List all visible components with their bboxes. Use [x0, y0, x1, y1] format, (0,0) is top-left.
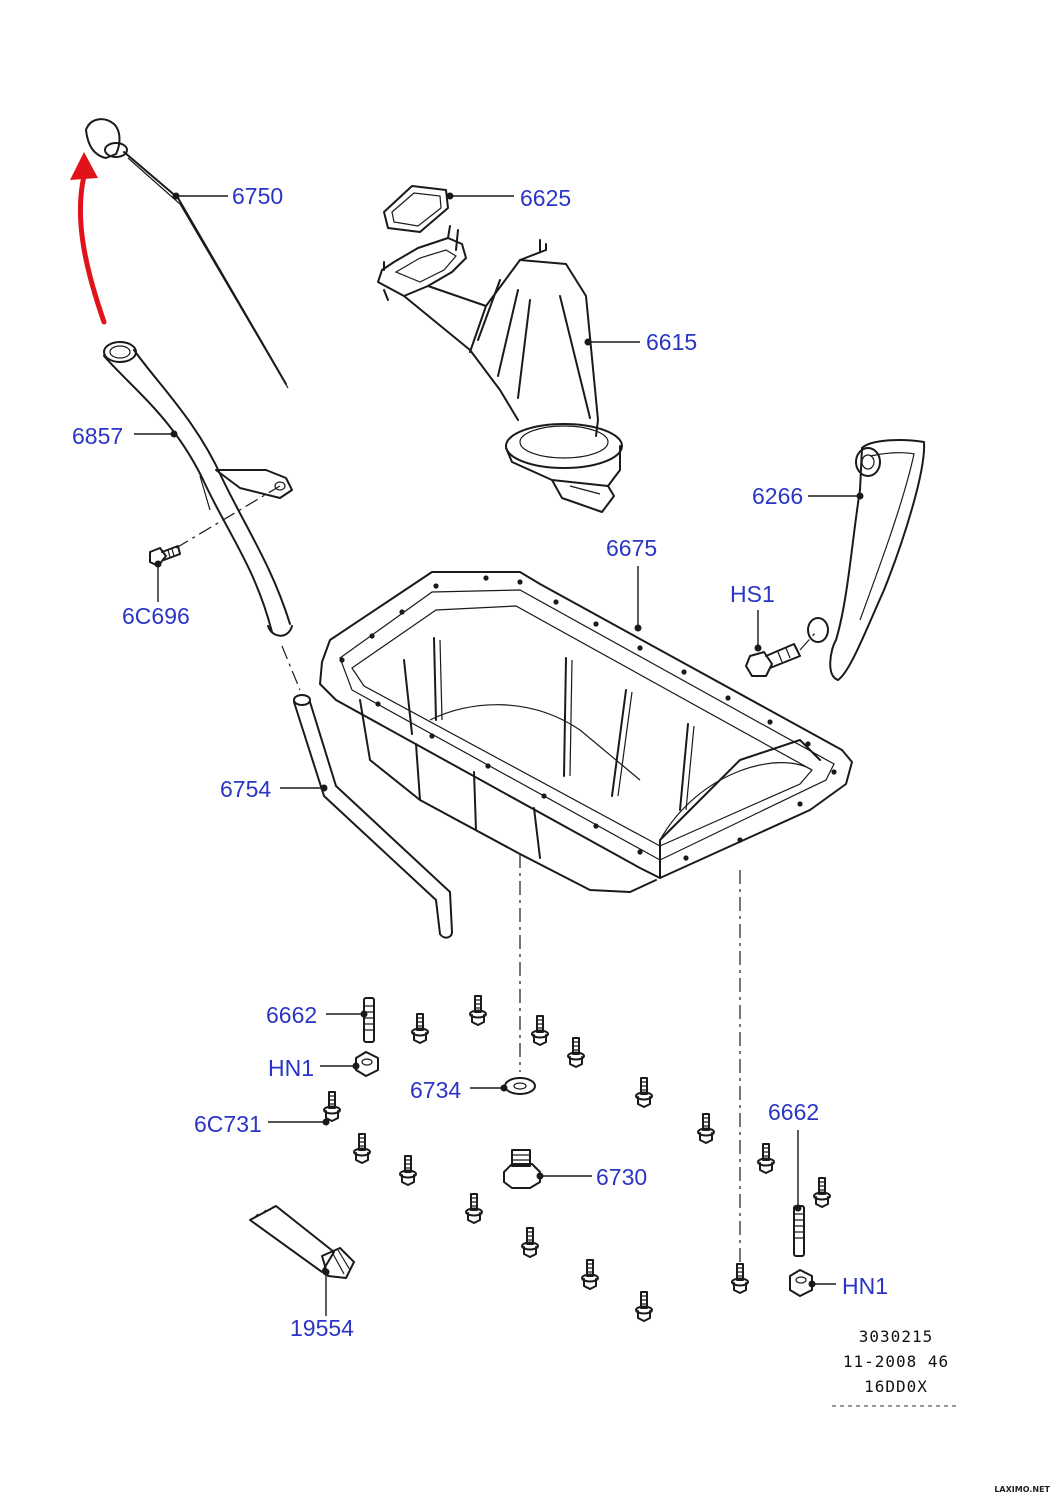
callout-6750[interactable]: 6750 [232, 183, 283, 209]
oil-pan-6675[interactable] [319, 571, 853, 893]
callout-6c731[interactable]: 6C731 [194, 1111, 262, 1137]
callout-labels: 6750 6625 6615 6857 6266 6675 6C696 HS1 … [72, 183, 888, 1341]
callout-hs1[interactable]: HS1 [730, 581, 775, 607]
stud-6662-right[interactable] [793, 1205, 805, 1257]
callout-6625[interactable]: 6625 [520, 185, 571, 211]
drawing-code-line-1: 3030215 [859, 1327, 933, 1346]
pan-bolt[interactable] [813, 1177, 831, 1208]
callout-6662-left[interactable]: 6662 [266, 1002, 317, 1028]
callout-6675[interactable]: 6675 [606, 535, 657, 561]
pan-bolt[interactable] [697, 1113, 715, 1144]
pan-bolt[interactable] [353, 1133, 371, 1164]
callout-6615[interactable]: 6615 [646, 329, 697, 355]
drain-plug-6730[interactable] [503, 1149, 541, 1189]
hs1-axis-line [799, 631, 817, 651]
callout-6754[interactable]: 6754 [220, 776, 271, 802]
pan-bolt[interactable] [399, 1155, 417, 1186]
pan-bolt[interactable] [531, 1015, 549, 1046]
bolt-axis-line [175, 485, 281, 549]
dipstick-tube-6857[interactable] [103, 341, 293, 637]
nut-hn1-left[interactable] [355, 1051, 379, 1077]
drawing-code-line-3: 16DD0X [864, 1377, 928, 1396]
oil-pickup-6615[interactable] [377, 225, 623, 513]
baffle-6266[interactable] [807, 439, 926, 681]
sealant-tube-19554[interactable] [249, 1205, 355, 1279]
pan-bolt[interactable] [731, 1263, 749, 1294]
drawing-code-block: 3030215 11-2008 46 16DD0X [832, 1327, 960, 1407]
nut-hn1-right[interactable] [789, 1269, 813, 1297]
pan-bolt[interactable] [757, 1143, 775, 1174]
washer-6734[interactable] [504, 1077, 536, 1095]
callout-6662-right[interactable]: 6662 [768, 1099, 819, 1125]
callout-6c696[interactable]: 6C696 [122, 603, 190, 629]
tube-axis-line [281, 645, 301, 691]
watermark: LAXIMO.NET [994, 1485, 1050, 1494]
pan-bolt[interactable] [469, 995, 487, 1026]
pan-bolt[interactable] [581, 1259, 599, 1290]
removal-arrow [70, 152, 107, 325]
callout-hn1-right[interactable]: HN1 [842, 1273, 888, 1299]
stud-6662-left[interactable] [363, 997, 375, 1043]
callout-6734[interactable]: 6734 [410, 1077, 461, 1103]
pan-bolt[interactable] [635, 1291, 653, 1322]
leader-lines [134, 192, 864, 1316]
pan-bolts-6c731[interactable] [323, 995, 831, 1322]
dipstick-6750[interactable] [85, 118, 289, 389]
pan-bolt[interactable] [465, 1193, 483, 1224]
pan-flange-holes [339, 575, 837, 861]
pan-bolt[interactable] [567, 1037, 585, 1068]
callout-hn1-left[interactable]: HN1 [268, 1055, 314, 1081]
drawing-code-line-2: 11-2008 46 [843, 1352, 949, 1371]
pan-bolt[interactable] [323, 1091, 341, 1122]
bolt-6c696[interactable] [149, 545, 181, 567]
lower-tube-6754[interactable] [293, 694, 453, 939]
callout-6857[interactable]: 6857 [72, 423, 123, 449]
gasket-6625[interactable] [383, 185, 449, 233]
pan-bolt[interactable] [411, 1013, 429, 1044]
pan-bolt[interactable] [521, 1227, 539, 1258]
pan-bolt[interactable] [635, 1077, 653, 1108]
bolt-hs1[interactable] [745, 643, 801, 677]
callout-6730[interactable]: 6730 [596, 1164, 647, 1190]
callout-19554[interactable]: 19554 [290, 1315, 354, 1341]
callout-6266[interactable]: 6266 [752, 483, 803, 509]
